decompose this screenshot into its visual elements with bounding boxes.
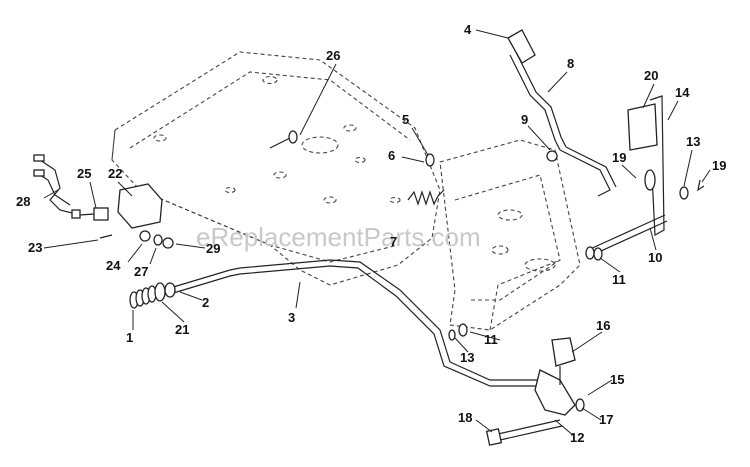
callout-19-left: 19	[612, 150, 626, 165]
callout-8: 8	[567, 56, 574, 71]
callout-26: 26	[326, 48, 340, 63]
callout-1: 1	[126, 330, 133, 345]
callout-14: 14	[675, 85, 690, 100]
callout-11-right: 11	[612, 272, 626, 287]
callout-25: 25	[77, 166, 91, 181]
hardware	[99, 150, 705, 341]
callout-22: 22	[108, 166, 122, 181]
callout-10: 10	[648, 250, 662, 265]
switch-assembly	[33, 154, 163, 229]
callout-16: 16	[596, 318, 610, 333]
callout-20: 20	[644, 68, 658, 83]
callout-13-lower: 13	[460, 350, 474, 365]
callout-27: 27	[134, 264, 148, 279]
callout-4: 4	[464, 22, 472, 37]
watermark: eReplacementParts.com	[196, 222, 481, 252]
bracket-16	[551, 337, 576, 385]
callout-7: 7	[390, 234, 397, 249]
callout-numbers: 4 8 26 5 6 9 20 14 13 19 19 10 11 11 13 …	[16, 22, 726, 445]
bolt-26	[269, 130, 298, 149]
spring-1	[129, 282, 176, 309]
shift-lever	[507, 29, 617, 197]
callout-18: 18	[458, 410, 472, 425]
callout-15: 15	[610, 372, 624, 387]
callout-13-right: 13	[686, 134, 700, 149]
callout-29: 29	[206, 241, 220, 256]
callout-19-right: 19	[712, 158, 726, 173]
callout-28: 28	[16, 194, 30, 209]
callout-5: 5	[402, 112, 409, 127]
callout-21: 21	[175, 322, 189, 337]
control-rod	[169, 259, 540, 387]
callout-6: 6	[388, 148, 395, 163]
pedal-bracket	[439, 139, 581, 331]
spring-7	[407, 189, 445, 206]
callout-12: 12	[570, 430, 584, 445]
callout-11-lower: 11	[484, 332, 498, 347]
callout-9: 9	[521, 112, 528, 127]
callout-2: 2	[202, 295, 209, 310]
callout-17: 17	[599, 412, 613, 427]
frame-plate	[111, 51, 441, 286]
clevis-bolt	[485, 369, 585, 446]
callout-23: 23	[28, 240, 42, 255]
leader-lines	[43, 29, 711, 437]
pedal-assembly	[585, 95, 668, 260]
callout-3: 3	[288, 310, 295, 325]
callout-24: 24	[106, 258, 121, 273]
